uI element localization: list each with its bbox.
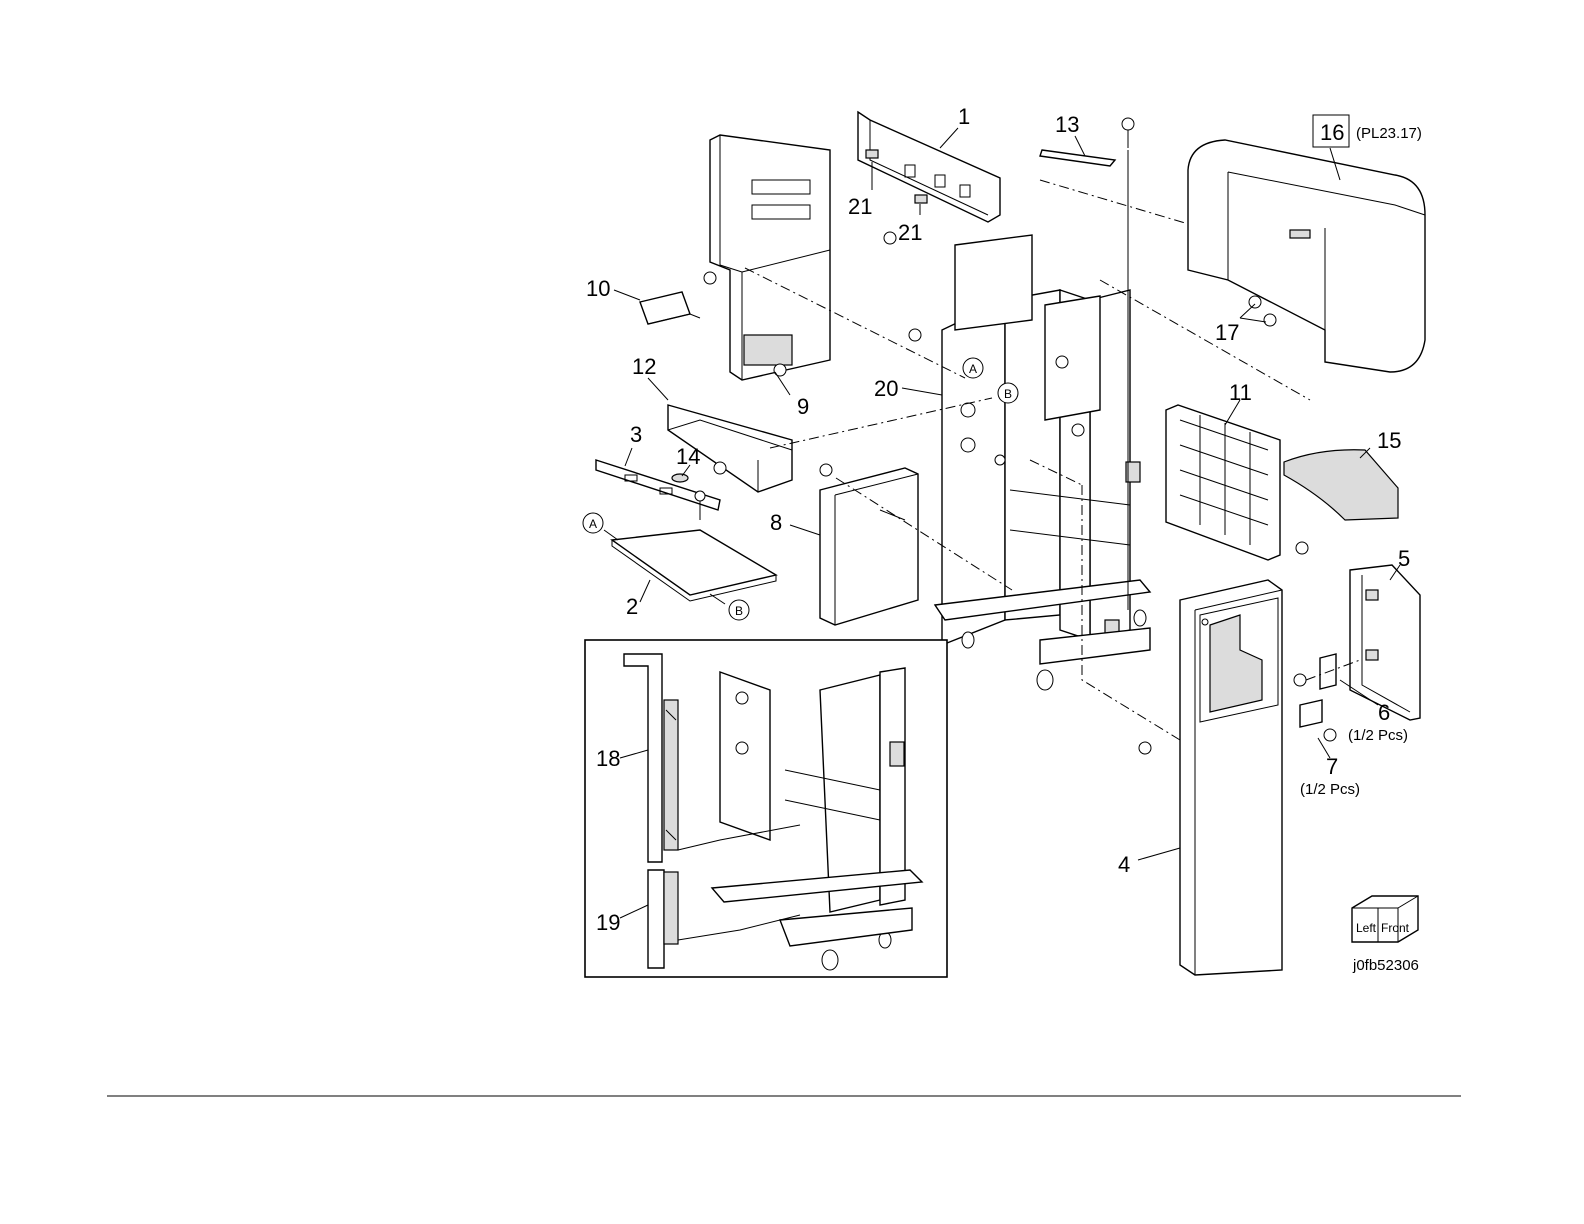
qty-part-7: (1/2 Pcs) [1300,781,1360,798]
part-8-side-panel [820,468,918,625]
callout-14: 14 [676,444,700,469]
callout-18: 18 [596,746,620,771]
screw-icon [704,272,716,284]
part-11-grille [1166,405,1280,560]
screw-icon [820,464,832,476]
part-4-front-door [1180,580,1282,975]
callout-17: 17 [1215,320,1239,345]
marker-a-plate: A [583,513,603,533]
orientation-cube-icon: Left Front [1352,896,1418,942]
marker-a-main: A [963,358,983,378]
callout-13: 13 [1055,112,1079,137]
svg-text:A: A [969,362,977,376]
part-7-bracket [1300,700,1322,727]
callout-7: 7 [1326,754,1338,779]
svg-text:B: B [1004,387,1012,401]
callout-2: 2 [626,594,638,619]
callout-1: 1 [958,104,970,129]
orientation-front-label: Front [1381,921,1410,935]
callout-21-right: 21 [898,220,922,245]
reference-note: (PL23.17) [1356,125,1422,142]
marker-b-plate: B [729,600,749,620]
callout-20: 20 [874,376,898,401]
qty-part-6: (1/2 Pcs) [1348,727,1408,744]
callout-19: 19 [596,910,620,935]
callout-10: 10 [586,276,610,301]
part-10-small-plate [640,292,700,324]
svg-text:B: B [735,604,743,618]
callout-6: 6 [1378,700,1390,725]
callout-8: 8 [770,510,782,535]
part-13-strip [1040,150,1115,166]
part-10-upper-left-cover [710,135,830,380]
part-1-top-bracket [858,112,1000,222]
marker-b-main: B [998,383,1018,403]
callout-12: 12 [632,354,656,379]
callout-15: 15 [1377,428,1401,453]
part-2-bottom-plate [612,530,776,601]
orientation-left-label: Left [1356,921,1377,935]
part-3-rail [596,460,720,510]
callout-5: 5 [1398,546,1410,571]
callout-21-left: 21 [848,194,872,219]
figure-id: j0fb52306 [1352,957,1419,974]
callout-11: 11 [1229,380,1252,405]
part-5-side-cover [1350,565,1420,720]
callout-4: 4 [1118,852,1130,877]
callout-16: 16 [1320,120,1344,145]
part-15-top-plate [1284,450,1398,520]
part-20-main-frame [935,235,1150,690]
callout-9: 9 [797,394,809,419]
part-14-clip [672,474,688,482]
screw-icon [695,462,726,520]
svg-text:A: A [589,517,597,531]
screw-icon [1122,118,1134,148]
callout-3: 3 [630,422,642,447]
